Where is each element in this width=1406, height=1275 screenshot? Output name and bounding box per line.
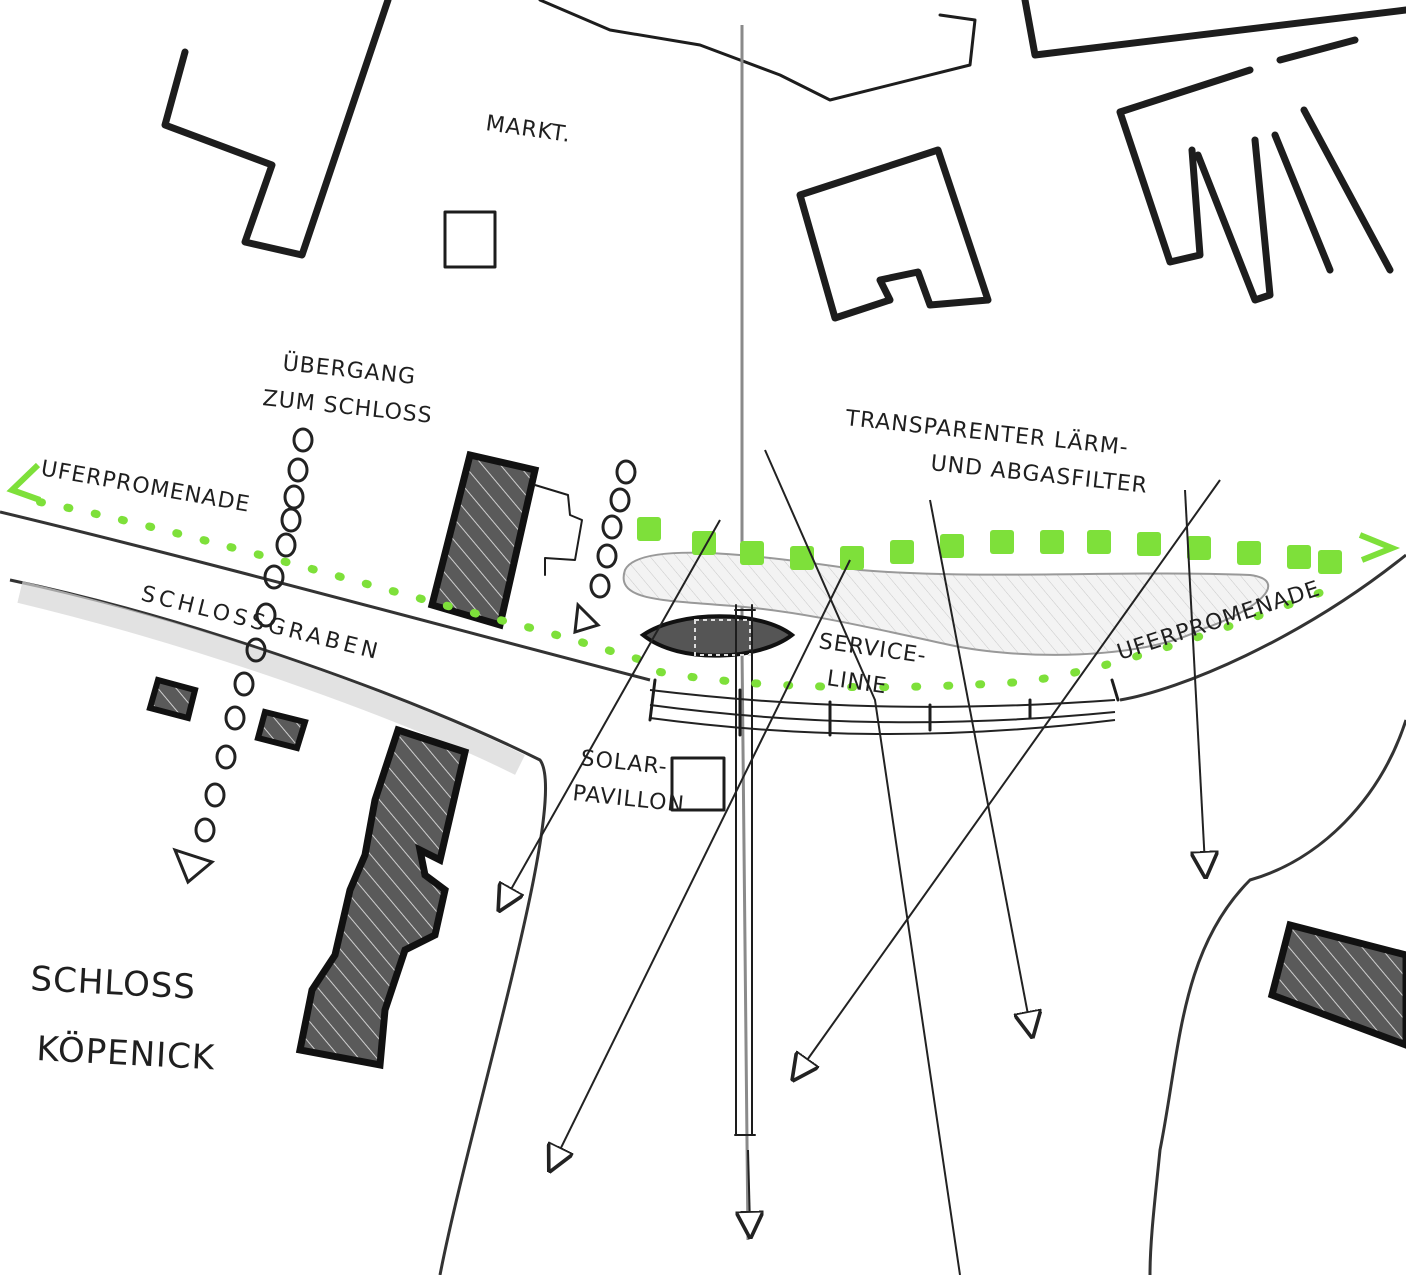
label-linie: LINIE bbox=[825, 666, 888, 699]
label-markt: MARKT. bbox=[484, 111, 573, 148]
label-solar: SOLAR- bbox=[579, 746, 669, 780]
solar-pavilion bbox=[670, 756, 726, 812]
crossing-arrow-east bbox=[573, 601, 601, 635]
sight-line-arrows bbox=[505, 449, 1221, 1275]
promenade-deck-ticks bbox=[648, 678, 1120, 737]
building-outline-northwest bbox=[161, 0, 392, 259]
building-southeast bbox=[1267, 920, 1406, 1049]
green-promenade-dots-west bbox=[36, 498, 654, 666]
small-block-1 bbox=[146, 676, 199, 722]
building-outline-northeast bbox=[1116, 36, 1394, 304]
label-transparenter: TRANSPARENTER LÄRM- bbox=[843, 405, 1130, 461]
river-bank-south bbox=[9, 578, 548, 1275]
small-block-2 bbox=[254, 708, 309, 752]
label-koepenick: KÖPENICK bbox=[36, 1028, 217, 1078]
river-bank-east bbox=[1119, 553, 1406, 1275]
building-outline-north-2 bbox=[796, 146, 992, 322]
label-pavillon: PAVILLON bbox=[571, 781, 686, 818]
green-arrow-east bbox=[1358, 532, 1401, 563]
building-riverside bbox=[427, 450, 540, 630]
label-schloss: SCHLOSS bbox=[30, 959, 197, 1008]
service-line bbox=[734, 604, 756, 1136]
market-square bbox=[443, 210, 497, 269]
label-uebergang: ÜBERGANG bbox=[281, 350, 417, 390]
river-bank-north bbox=[0, 510, 651, 682]
street-edge-north bbox=[538, 0, 977, 102]
service-boat bbox=[639, 614, 796, 658]
building-outline-north-1 bbox=[1021, 0, 1406, 59]
label-zum-schloss: ZUM SCHLOSS bbox=[261, 386, 433, 429]
river-shadow bbox=[17, 581, 525, 775]
castle-building bbox=[295, 725, 470, 1070]
crossing-circles bbox=[194, 427, 637, 843]
crossing-arrow-south bbox=[172, 847, 216, 885]
building-riverside-annex bbox=[534, 484, 583, 576]
service-boat-frame bbox=[694, 619, 751, 656]
green-arrow-west bbox=[6, 462, 42, 503]
